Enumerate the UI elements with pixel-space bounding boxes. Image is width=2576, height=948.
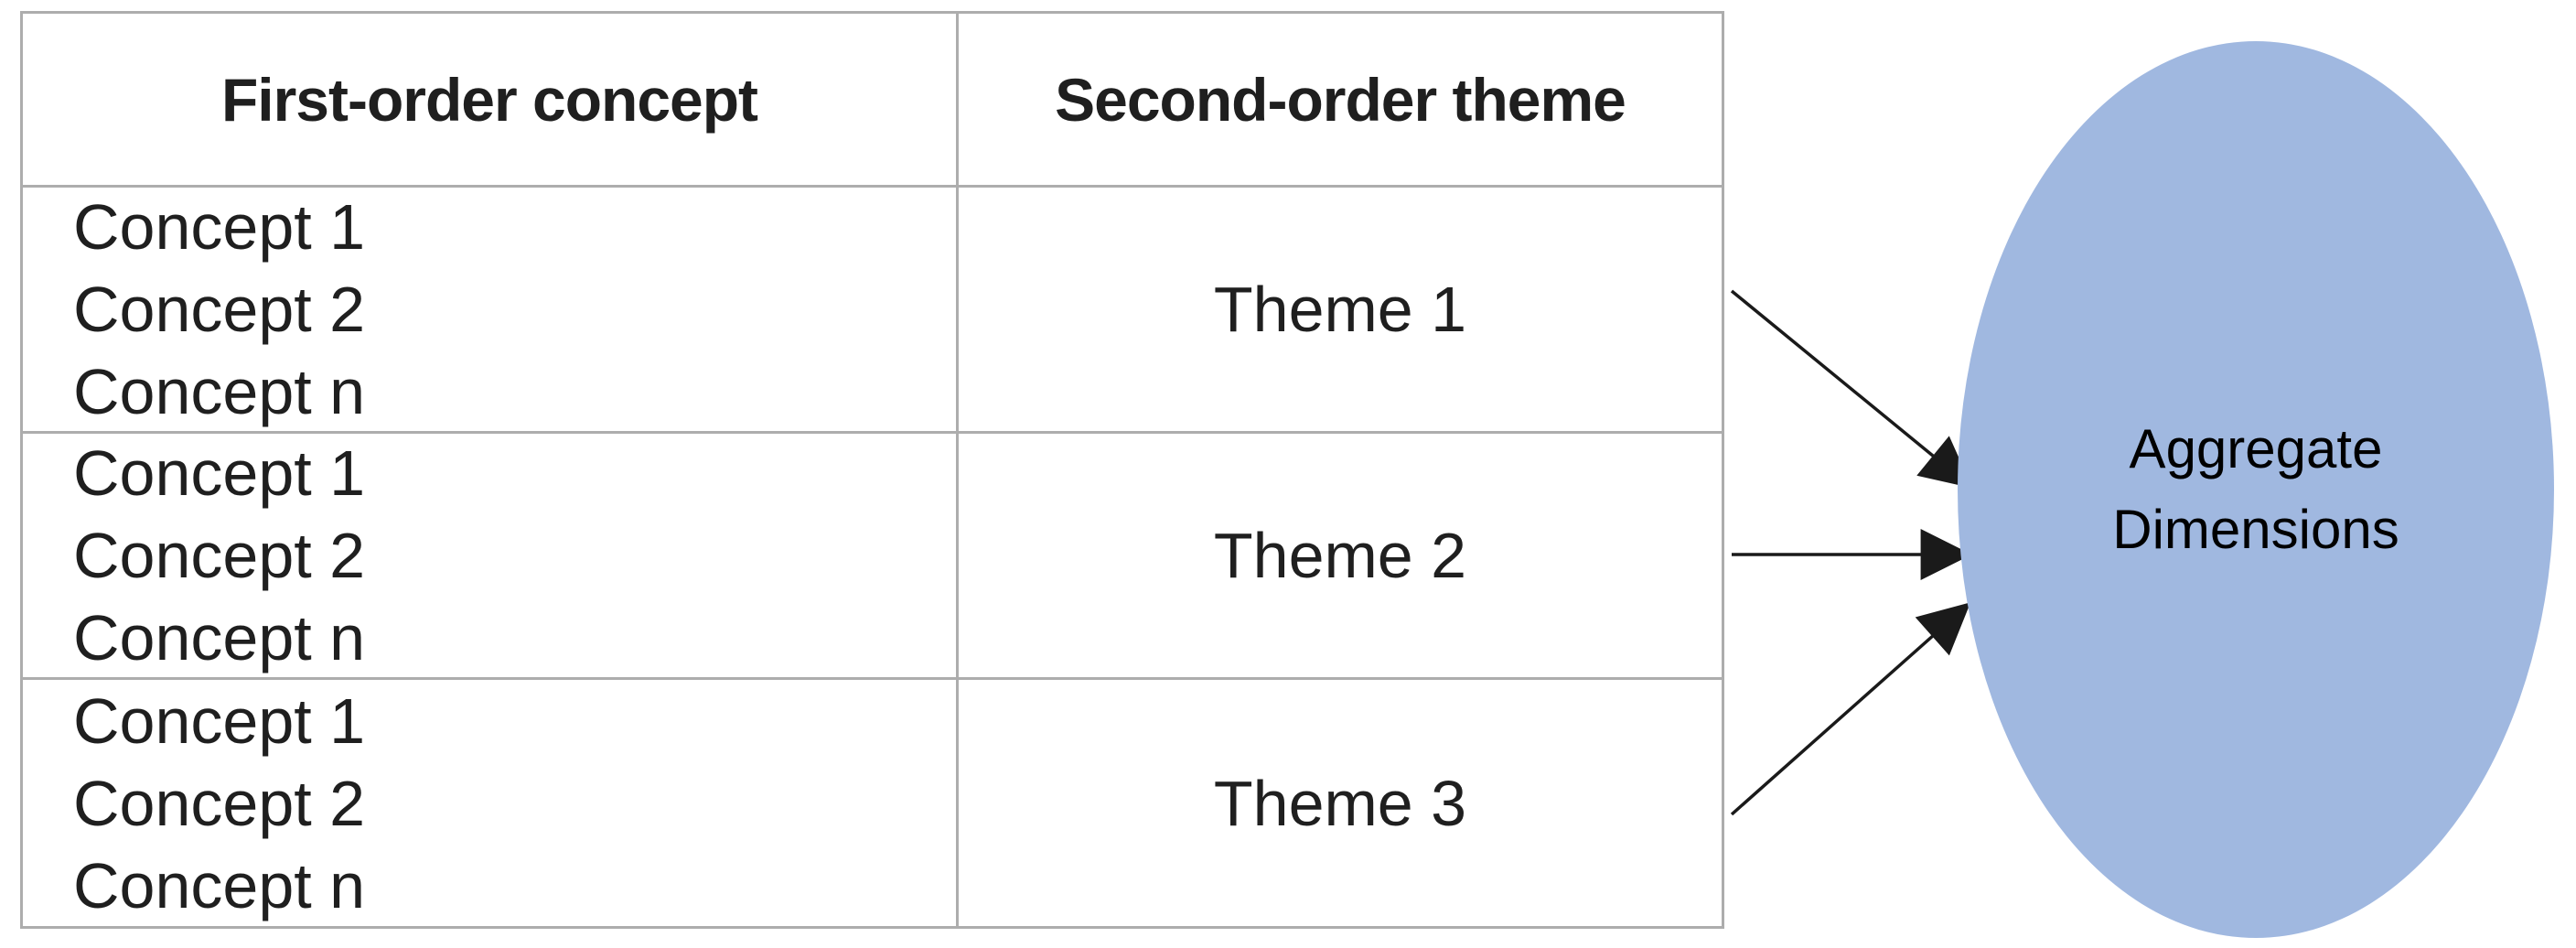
concept-line: Concept 1 <box>73 684 366 757</box>
concept-line: Concept 2 <box>73 520 366 591</box>
aggregate-dimensions-ellipse: Aggregate Dimensions <box>1958 41 2554 938</box>
arrow-theme1-to-aggregate <box>1730 289 1973 489</box>
header-second-order-theme: Second-order theme <box>959 14 1722 188</box>
header-first-order-concept: First-order concept <box>23 14 959 188</box>
concepts-group-3: Concept 1 Concept 2 Concept n <box>23 680 959 926</box>
concept-theme-table: First-order concept Second-order theme C… <box>20 11 1724 929</box>
concept-line: Concept n <box>73 356 366 427</box>
aggregate-label-line2: Dimensions <box>2112 499 2399 560</box>
theme-cell-3: Theme 3 <box>959 680 1722 926</box>
concept-line: Concept 2 <box>73 274 366 345</box>
aggregate-label-line1: Aggregate <box>2129 418 2383 479</box>
theme-label: Theme 2 <box>1213 520 1467 591</box>
theme-cell-1: Theme 1 <box>959 188 1722 434</box>
concepts-group-1: Concept 1 Concept 2 Concept n <box>23 188 959 434</box>
concept-line: Concept 1 <box>73 437 366 509</box>
arrow-theme3-to-aggregate <box>1730 602 1971 816</box>
header-label: Second-order theme <box>1055 65 1626 134</box>
header-label: First-order concept <box>220 65 758 134</box>
concept-line: Concept 1 <box>73 191 366 263</box>
concepts-group-2: Concept 1 Concept 2 Concept n <box>23 434 959 680</box>
theme-label: Theme 1 <box>1213 274 1467 345</box>
concept-line: Concept n <box>73 849 366 921</box>
concept-line: Concept 2 <box>73 767 366 839</box>
theme-cell-2: Theme 2 <box>959 434 1722 680</box>
concept-line: Concept n <box>73 602 366 673</box>
theme-label: Theme 3 <box>1213 767 1467 839</box>
